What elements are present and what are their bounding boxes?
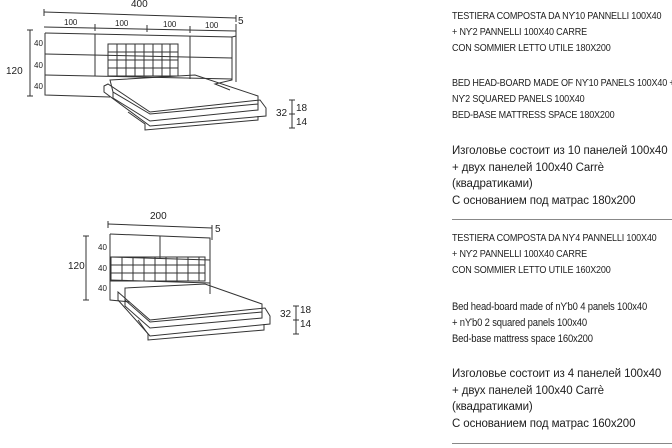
description-1-english-line-2: Nϒ2 SQUARED PANELS 100X40 xyxy=(452,93,585,105)
bed-2-mattress-dim: 18 xyxy=(300,305,312,316)
bed-1-height-dim: 120 xyxy=(6,66,23,77)
bed-1-panel-dim-3: 100 xyxy=(163,20,177,29)
description-1-russian-line-1: Изголовье состоит из 10 панелей 100x40 xyxy=(452,145,668,157)
bed-1-panel-dim-4: 100 xyxy=(205,21,219,30)
description-2-english: Bed head-board made of nϒb0 4 panels 100… xyxy=(452,299,648,347)
bed-1-row-dim-2: 40 xyxy=(34,61,43,70)
bed-2-base-height-dim: 32 xyxy=(280,309,292,320)
bed-1-row-dim-3: 40 xyxy=(34,82,43,91)
description-1-italian-line-3: CON SOMMIER LETTO UTILE 180X200 xyxy=(452,42,611,54)
bed-drawings: 400 100 100 100 100 5 120 40 40 40 32 18… xyxy=(6,0,312,341)
description-1-italian-line-1: TESTIERA COMPOSTA DA Nϒ10 PANNELLI 100X4… xyxy=(452,10,662,22)
description-2-english-block: Bed head-board made of nϒb0 4 panels 100… xyxy=(452,299,672,347)
bed-1-width-dim: 400 xyxy=(131,0,148,10)
bed-1-row-dim-1: 40 xyxy=(34,39,43,48)
bed-1-platform-dim: 14 xyxy=(296,117,308,128)
bed-1-panel-dim-2: 100 xyxy=(115,19,129,28)
description-2-english-line-3: Bed-base mattress space 160x200 xyxy=(452,333,593,345)
description-2-english-line-2: + nϒb0 2 squared panels 100x40 xyxy=(452,317,587,329)
description-2-russian-block: Изголовье состоит из 4 панелей 100x40 + … xyxy=(452,366,672,432)
description-1-english-line-1: BED HEAD-BOARD MADE OF Nϒ10 PANELS 100X4… xyxy=(452,77,672,89)
description-1-russian: Изголовье состоит из 10 панелей 100x40 +… xyxy=(452,143,672,209)
bottom-divider xyxy=(452,443,672,444)
description-2-russian-line-3: (квадратиками) xyxy=(452,401,533,413)
description-2-italian: TESTIERA COMPOSTA DA Nϒ4 PANNELLI 100X40… xyxy=(452,230,657,278)
bed-1-base-height-dim: 32 xyxy=(276,108,288,119)
section-divider xyxy=(452,219,672,220)
description-2-russian-line-2: + двух панелей 100x40 Carrè xyxy=(452,384,604,397)
bed-2-width-dim: 200 xyxy=(150,211,167,222)
description-1-english-line-3: BED-BASE MATTRESS SPACE 180X200 xyxy=(452,109,615,121)
description-2-english-line-1: Bed head-board made of nϒb0 4 panels 100… xyxy=(452,301,648,313)
bed-2-platform-dim: 14 xyxy=(300,319,312,330)
description-1-english: BED HEAD-BOARD MADE OF Nϒ10 PANELS 100X4… xyxy=(452,75,672,123)
bed-2-row-dim-3: 40 xyxy=(98,284,107,293)
description-1-russian-line-3: (квадратиками) xyxy=(452,178,533,190)
description-1-russian-block: Изголовье состоит из 10 панелей 100x40 +… xyxy=(452,143,672,209)
bed-1-panel-dim-1: 100 xyxy=(64,18,78,27)
description-bed-2: TESTIERA COMPOSTA DA Nϒ4 PANNELLI 100X40… xyxy=(452,230,672,278)
description-2-russian: Изголовье состоит из 4 панелей 100x40 + … xyxy=(452,366,672,432)
description-1-italian: TESTIERA COMPOSTA DA Nϒ10 PANNELLI 100X4… xyxy=(452,8,662,56)
description-1-russian-line-2: + двух панелей 100x40 Carrè xyxy=(452,161,604,174)
bed-1-depth-dim: 5 xyxy=(238,16,244,27)
description-1-italian-line-2: + Nϒ2 PANNELLI 100X40 CARRE xyxy=(452,26,587,38)
description-2-russian-line-4: С основанием под матрас 160x200 xyxy=(452,417,636,430)
description-2-russian-line-1: Изголовье состоит из 4 панелей 100x40 xyxy=(452,368,662,380)
description-bed-1: TESTIERA COMPOSTA DA Nϒ10 PANNELLI 100X4… xyxy=(452,8,672,56)
description-2-italian-line-1: TESTIERA COMPOSTA DA Nϒ4 PANNELLI 100X40 xyxy=(452,232,657,244)
description-2-italian-line-3: CON SOMMIER LETTO UTILE 160X200 xyxy=(452,264,611,276)
description-1-english-block: BED HEAD-BOARD MADE OF Nϒ10 PANELS 100X4… xyxy=(452,75,672,123)
bed-1-drawing xyxy=(27,9,299,341)
description-1-russian-line-4: С основанием под матрас 180x200 xyxy=(452,194,636,207)
bed-1-mattress-dim: 18 xyxy=(296,103,308,114)
bed-2-depth-dim: 5 xyxy=(215,224,221,235)
description-2-italian-line-2: + Nϒ2 PANNELLI 100X40 CARRE xyxy=(452,248,587,260)
bed-2-row-dim-2: 40 xyxy=(98,264,107,273)
bed-2-row-dim-1: 40 xyxy=(98,243,107,252)
bed-2-height-dim: 120 xyxy=(68,261,85,272)
